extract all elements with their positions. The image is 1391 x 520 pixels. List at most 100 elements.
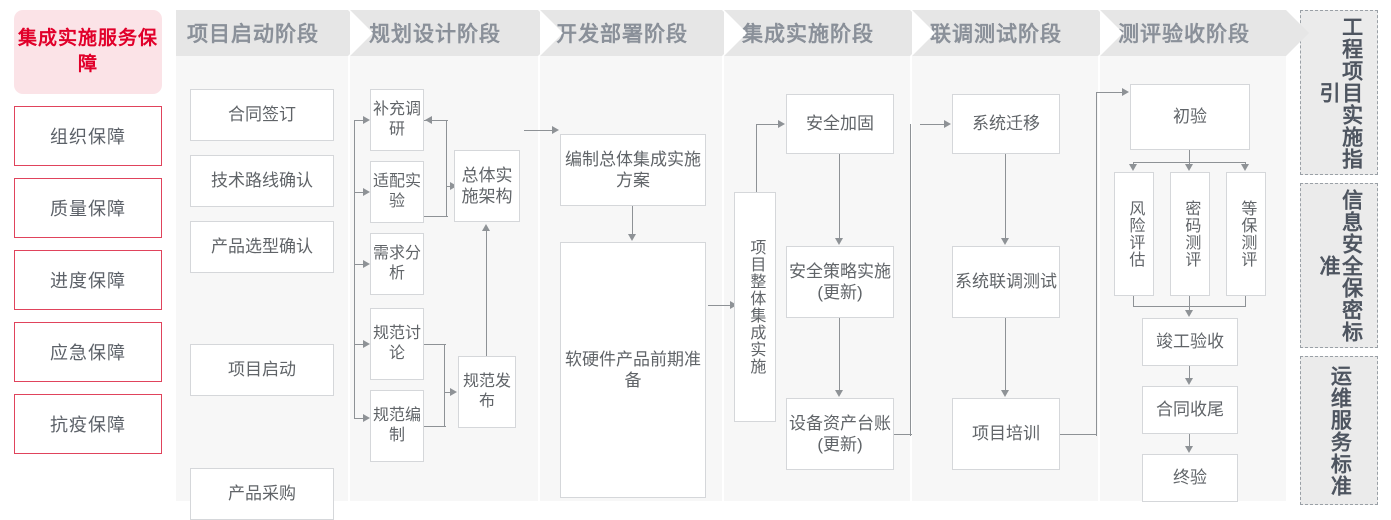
arrowhead-migration-to-joint-test: [1001, 238, 1009, 245]
connector-completion-to-closeout: [1189, 366, 1191, 378]
connector-crypto-down: [1189, 296, 1191, 310]
arrowhead-to-risk-assessment: [1129, 164, 1137, 171]
connector-ledger-right: [894, 434, 912, 436]
node-overall-implementation-architecture[interactable]: 总体实施架构: [454, 150, 520, 222]
connector-into-preliminary: [1096, 92, 1124, 94]
arrowhead-to-classified-protection: [1241, 164, 1249, 171]
connector-to-research: [354, 120, 363, 122]
node-project-training[interactable]: 项目培训: [952, 398, 1060, 470]
phase-body-planning: 补充调研 适配实验 需求分析 规范讨论 规范编制 规范发布 总体实施架构: [350, 56, 538, 501]
rail-item-security-standard[interactable]: 信息安全保密标准: [1300, 183, 1378, 348]
arrowhead-preparation-to-execution: [730, 301, 737, 309]
sidebar-item-epidemic[interactable]: 抗疫保障: [14, 394, 162, 454]
phase-title-startup: 项目启动阶段: [176, 10, 371, 56]
connector-to-spec-discussion: [354, 344, 363, 346]
node-product-procurement[interactable]: 产品采购: [190, 468, 334, 520]
node-spec-drafting[interactable]: 规范编制: [370, 390, 424, 462]
connector-to-adaptation: [354, 192, 363, 194]
arrowhead-to-spec-release: [450, 388, 457, 396]
connector-risk-down: [1133, 296, 1135, 306]
node-system-migration[interactable]: 系统迁移: [952, 94, 1060, 154]
connector-training-up-spine: [1096, 92, 1098, 436]
arrowhead-to-adaptation: [363, 188, 370, 196]
node-overall-integration-plan[interactable]: 编制总体集成实施方案: [560, 134, 706, 206]
sidebar-item-emergency[interactable]: 应急保障: [14, 322, 162, 382]
phase-column-development: 开发部署阶段 编制总体集成实施方案 软硬件产品前期准备: [540, 10, 745, 501]
arrowhead-architecture-to-plan: [552, 126, 559, 134]
phase-body-joint-test: 系统迁移 系统联调测试 项目培训: [912, 56, 1098, 501]
arrowhead-to-cryptography: [1185, 164, 1193, 171]
connector-merge-to-architecture: [446, 186, 452, 188]
connector-ledger-up-spine: [910, 124, 912, 436]
node-spec-discussion[interactable]: 规范讨论: [370, 308, 424, 380]
node-project-kickoff[interactable]: 项目启动: [190, 344, 334, 396]
phase-title-acceptance: 测评验收阶段: [1100, 10, 1309, 56]
sidebar-header: 集成实施服务保障: [14, 10, 162, 94]
connector-closeout-to-final: [1189, 434, 1191, 446]
connector-migration-to-joint-test: [1005, 154, 1007, 238]
node-overall-integration-execution[interactable]: 项目整体集成实施: [734, 192, 776, 422]
phase-body-development: 编制总体集成实施方案 软硬件产品前期准备: [540, 56, 722, 501]
node-supplementary-research[interactable]: 补充调研: [370, 89, 424, 151]
connector-execution-up: [756, 124, 758, 194]
node-spec-release[interactable]: 规范发布: [458, 356, 516, 428]
sidebar-item-quality[interactable]: 质量保障: [14, 178, 162, 238]
sidebar-item-organization[interactable]: 组织保障: [14, 106, 162, 166]
connector-research-right: [424, 120, 448, 122]
arrowhead-closeout-to-final: [1185, 446, 1193, 453]
connector-to-requirement: [354, 264, 363, 266]
node-classified-protection-evaluation[interactable]: 等保测评: [1226, 172, 1266, 296]
node-adaptation-experiment[interactable]: 适配实验: [370, 161, 424, 223]
connector-plan-to-preparation: [632, 206, 634, 234]
arrowhead-back-to-research: [425, 116, 432, 124]
connector-classified-down: [1245, 296, 1247, 306]
rail-label-ops-service-standard: 运维服务标准: [1328, 364, 1352, 497]
node-tech-route-confirm[interactable]: 技术路线确认: [190, 155, 334, 207]
sidebar-item-schedule[interactable]: 进度保障: [14, 250, 162, 310]
phase-title-joint-test: 联调测试阶段: [912, 10, 1121, 56]
node-risk-assessment[interactable]: 风险评估: [1114, 172, 1154, 296]
phase-title-integration: 集成实施阶段: [724, 10, 933, 56]
phase-column-integration: 集成实施阶段 项目整体集成实施 安全加固 安全策略实施(更新) 设备资产台账(更…: [724, 10, 933, 501]
standards-rail: 工程项目实施指引 信息安全保密标准 运维服务标准: [1300, 10, 1378, 505]
connector-training-right: [1060, 434, 1096, 436]
connector-preliminary-down: [1189, 150, 1191, 162]
connector-merge-spine-upper: [446, 120, 448, 216]
phase-body-integration: 项目整体集成实施 安全加固 安全策略实施(更新) 设备资产台账(更新): [724, 56, 912, 501]
phase-title-development: 开发部署阶段: [540, 10, 745, 56]
node-requirement-analysis[interactable]: 需求分析: [370, 233, 424, 295]
guarantee-sidebar: 集成实施服务保障 组织保障 质量保障 进度保障 应急保障 抗疫保障: [14, 10, 162, 454]
connector-merge-spine-lower: [444, 344, 446, 426]
node-security-policy-update[interactable]: 安全策略实施(更新): [786, 246, 894, 318]
rail-item-engineering-guideline[interactable]: 工程项目实施指引: [1300, 10, 1378, 175]
node-system-joint-debug-test[interactable]: 系统联调测试: [952, 246, 1060, 318]
connector-spec-release-up: [486, 231, 488, 356]
node-preliminary-acceptance[interactable]: 初验: [1130, 84, 1250, 150]
arrowhead-to-requirement: [363, 260, 370, 268]
rail-item-ops-service-standard[interactable]: 运维服务标准: [1300, 356, 1378, 505]
node-final-acceptance[interactable]: 终验: [1142, 454, 1238, 502]
phase-body-startup: 合同签订 技术路线确认 产品选型确认 项目启动 产品采购: [176, 56, 348, 520]
connector-to-spec-drafting: [354, 418, 363, 420]
arrowhead-to-spec-drafting: [363, 414, 370, 422]
arrowhead-plan-to-preparation: [628, 234, 636, 241]
node-security-hardening[interactable]: 安全加固: [786, 94, 894, 154]
connector-to-system-migration: [920, 124, 944, 126]
node-hardware-software-preparation[interactable]: 软硬件产品前期准备: [560, 242, 706, 498]
phase-column-planning: 规划设计阶段 补充调研 适配实验 需求分析 规范讨论 规范编制 规范发布 总体实…: [350, 10, 561, 501]
arrowhead-to-completion-acceptance: [1185, 310, 1193, 317]
connector-drafting-right: [424, 426, 446, 428]
node-contract-closeout[interactable]: 合同收尾: [1142, 386, 1238, 434]
connector-hardening-to-policy: [839, 154, 841, 238]
node-product-selection-confirm[interactable]: 产品选型确认: [190, 221, 334, 273]
node-cryptography-evaluation[interactable]: 密码测评: [1170, 172, 1210, 296]
node-asset-ledger-update[interactable]: 设备资产台账(更新): [786, 398, 894, 470]
connector-adaptation-right: [424, 216, 448, 218]
connector-policy-to-ledger: [839, 318, 841, 390]
arrowhead-into-preliminary: [1122, 88, 1129, 96]
node-completion-acceptance[interactable]: 竣工验收: [1142, 318, 1238, 366]
arrowhead-hardening-to-policy: [835, 238, 843, 245]
node-contract-signing[interactable]: 合同签订: [190, 89, 334, 141]
rail-label-security-standard: 信息安全保密标准: [1317, 188, 1363, 343]
